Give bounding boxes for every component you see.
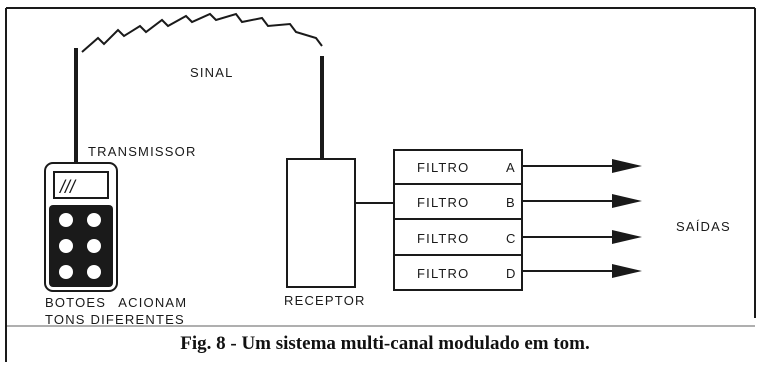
filter-b-letter: B xyxy=(506,195,516,210)
receiver-body xyxy=(287,159,355,287)
transmitter-antenna xyxy=(74,48,78,162)
filter-bank: FILTRO A FILTRO B FILTRO C FILTRO D xyxy=(394,150,522,290)
button-icon xyxy=(59,213,73,227)
transmitter: /// xyxy=(45,48,117,291)
arrow-right-icon xyxy=(612,230,642,244)
filter-d-letter: D xyxy=(506,266,517,281)
filter-d-word: FILTRO xyxy=(417,266,469,281)
arrow-right-icon xyxy=(612,194,642,208)
signal-wave-icon xyxy=(82,14,322,52)
transmitter-display-text: /// xyxy=(58,177,77,197)
button-icon xyxy=(59,239,73,253)
filter-c-word: FILTRO xyxy=(417,231,469,246)
filter-b-word: FILTRO xyxy=(417,195,469,210)
filter-a-letter: A xyxy=(506,160,516,175)
transmitter-keypad xyxy=(49,205,113,287)
outputs-label: SAÍDAS xyxy=(676,219,731,234)
output-arrows xyxy=(522,159,642,278)
receiver xyxy=(287,56,355,287)
receiver-antenna xyxy=(320,56,324,159)
filter-c-letter: C xyxy=(506,231,517,246)
signal-label: SINAL xyxy=(190,65,234,80)
button-icon xyxy=(87,239,101,253)
arrow-right-icon xyxy=(612,159,642,173)
buttons-label-line1: BOTOES ACIONAM xyxy=(45,295,187,310)
button-icon xyxy=(87,265,101,279)
filter-a-word: FILTRO xyxy=(417,160,469,175)
arrow-right-icon xyxy=(612,264,642,278)
button-icon xyxy=(59,265,73,279)
figure-caption: Fig. 8 - Um sistema multi-canal modulado… xyxy=(180,333,590,354)
button-icon xyxy=(87,213,101,227)
buttons-label-line2: TONS DIFERENTES xyxy=(45,312,185,327)
receiver-label: RECEPTOR xyxy=(284,293,366,308)
transmitter-label: TRANSMISSOR xyxy=(88,144,197,159)
